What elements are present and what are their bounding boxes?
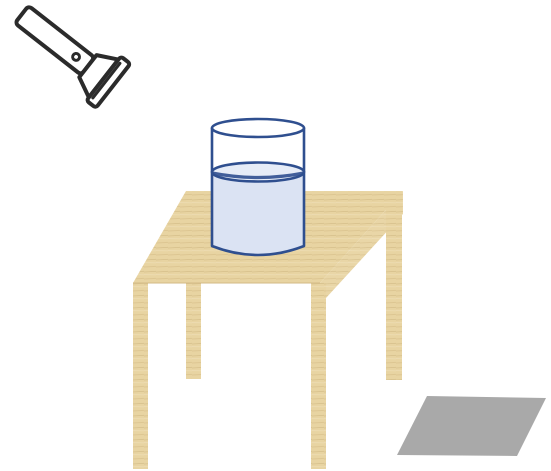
table-front-left-leg [133, 283, 148, 469]
table-front-right-leg [311, 283, 326, 469]
water [212, 172, 304, 255]
table-back-left-leg [186, 275, 201, 379]
flashlight-icon [4, 0, 130, 108]
gray-paper-square [397, 396, 546, 456]
glass-rim [212, 119, 304, 137]
glass-of-water [212, 119, 304, 255]
